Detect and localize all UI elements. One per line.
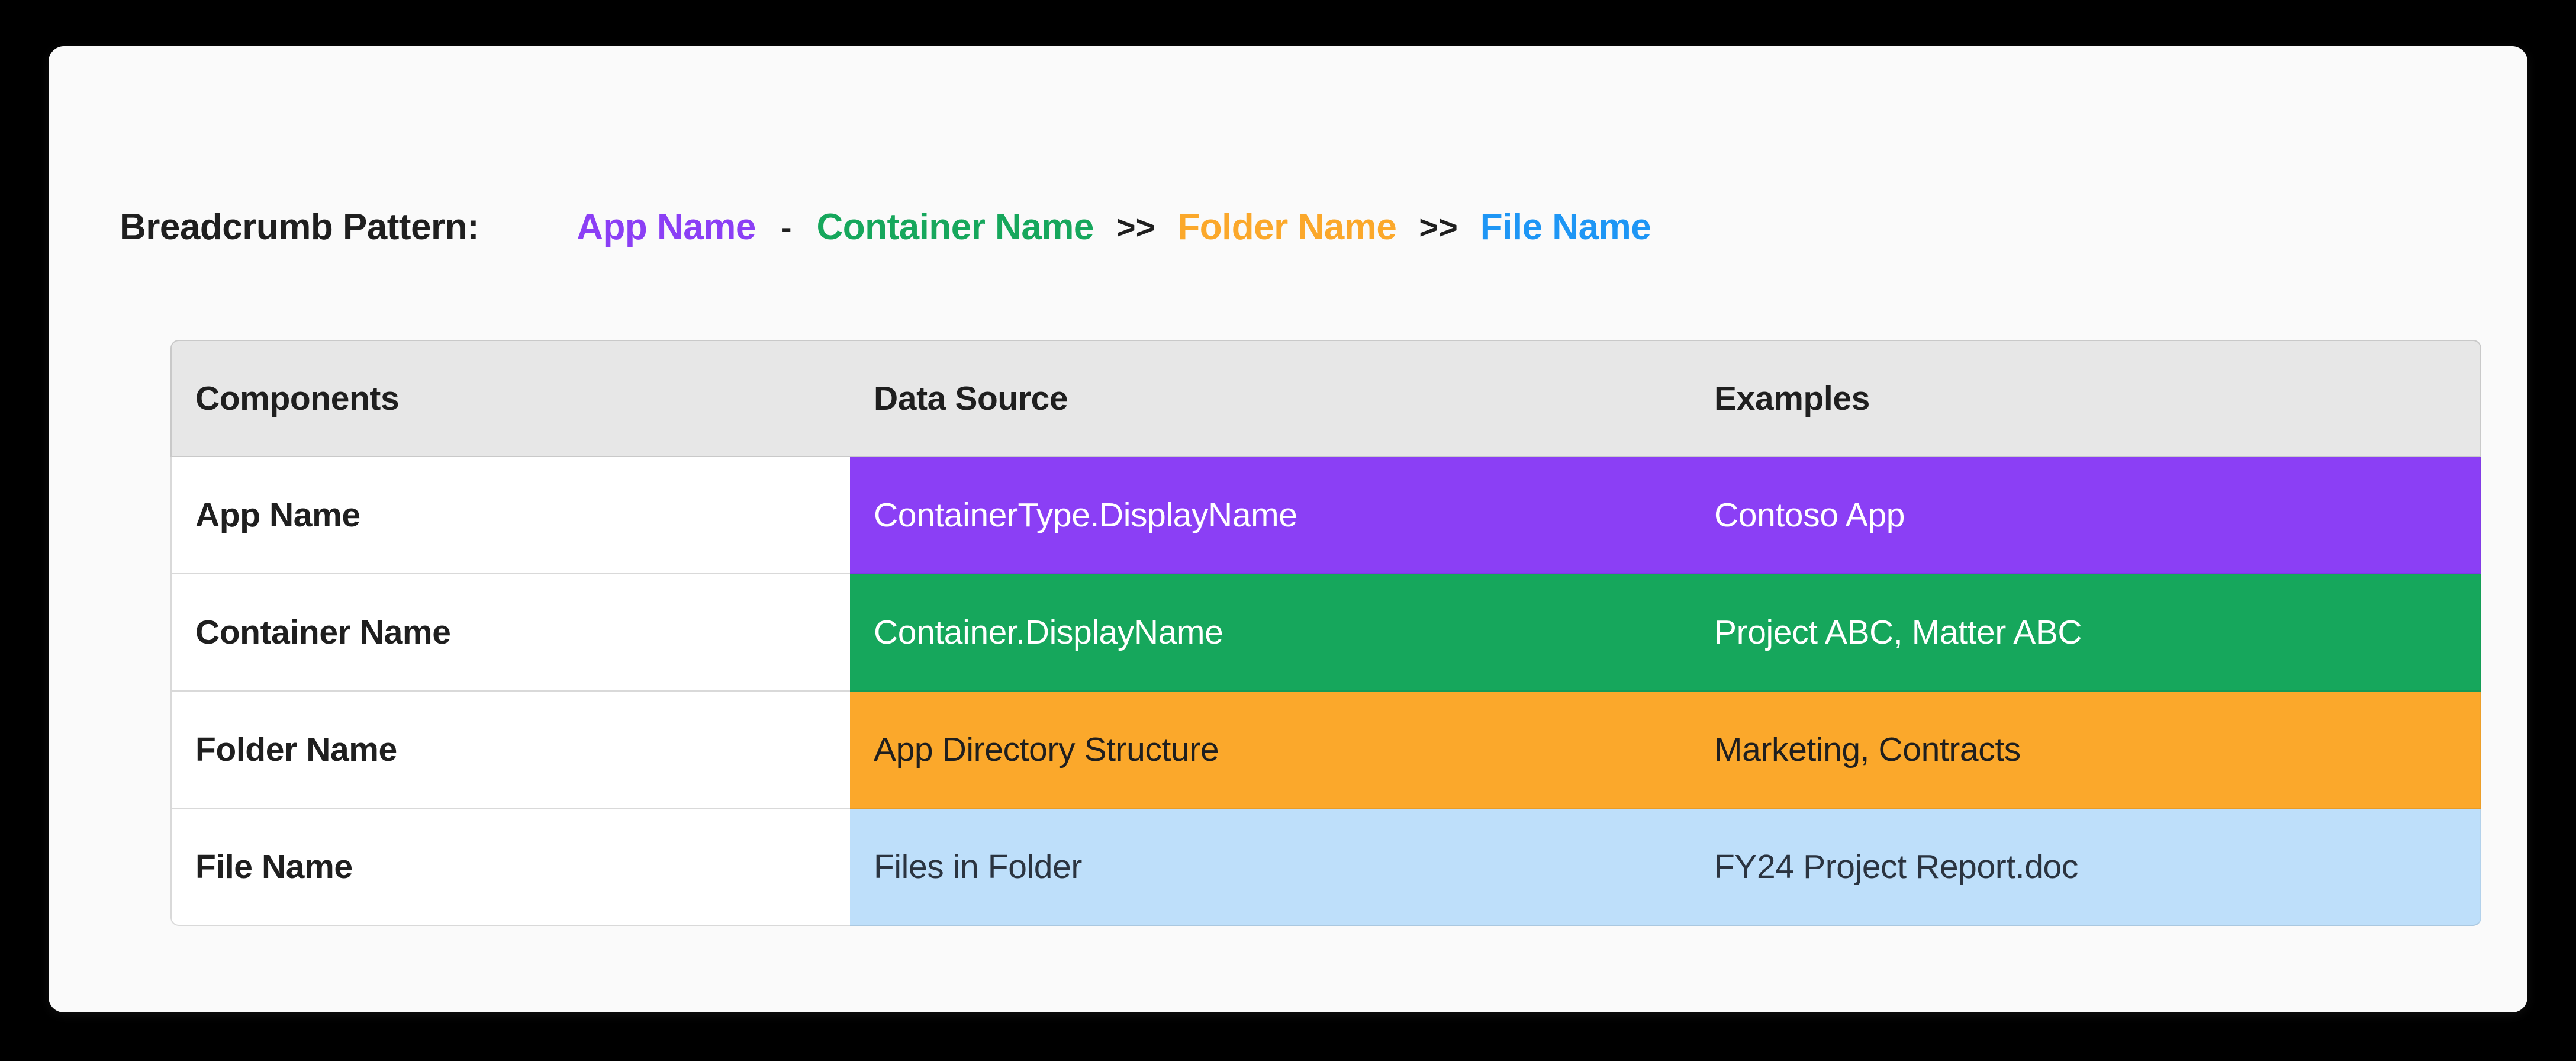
- cell-component-folder-name: Folder Name: [170, 692, 850, 809]
- breadcrumb-segment-file-name[interactable]: File Name: [1480, 206, 1651, 247]
- cell-data-source-folder-name: App Directory Structure: [850, 692, 1690, 809]
- breadcrumb-components-table: Components Data Source Examples App Name…: [170, 340, 2481, 926]
- table-header-row: Components Data Source Examples: [170, 340, 2481, 457]
- table-row: Folder Name App Directory Structure Mark…: [170, 692, 2481, 809]
- cell-data-source-file-name: Files in Folder: [850, 809, 1690, 926]
- breadcrumb-segment-app-name[interactable]: App Name: [577, 206, 756, 247]
- cell-example-container-name: Project ABC, Matter ABC: [1690, 574, 2481, 692]
- cell-data-source-container-name: Container.DisplayName: [850, 574, 1690, 692]
- cell-component-app-name: App Name: [170, 457, 850, 574]
- breadcrumb-pattern-label: Breadcrumb Pattern:: [120, 206, 479, 247]
- breadcrumb-segment-container-name[interactable]: Container Name: [816, 206, 1094, 247]
- cell-example-app-name: Contoso App: [1690, 457, 2481, 574]
- breadcrumb: Breadcrumb Pattern: App Name - Container…: [120, 188, 2458, 265]
- cell-example-file-name: FY24 Project Report.doc: [1690, 809, 2481, 926]
- breadcrumb-separator-chevron-2: >>: [1419, 208, 1458, 246]
- cell-data-source-app-name: ContainerType.DisplayName: [850, 457, 1690, 574]
- table-row: App Name ContainerType.DisplayName Conto…: [170, 457, 2481, 574]
- cell-example-folder-name: Marketing, Contracts: [1690, 692, 2481, 809]
- content-card: Breadcrumb Pattern: App Name - Container…: [49, 46, 2527, 1012]
- column-header-examples: Examples: [1690, 340, 2481, 457]
- column-header-components: Components: [170, 340, 850, 457]
- table-row: Container Name Container.DisplayName Pro…: [170, 574, 2481, 692]
- breadcrumb-segment-folder-name[interactable]: Folder Name: [1177, 206, 1397, 247]
- column-header-data-source: Data Source: [850, 340, 1690, 457]
- breadcrumb-separator-dash: -: [780, 208, 792, 246]
- breadcrumb-trail: App Name - Container Name >> Folder Name…: [577, 206, 1651, 248]
- table-row: File Name Files in Folder FY24 Project R…: [170, 809, 2481, 926]
- cell-component-container-name: Container Name: [170, 574, 850, 692]
- cell-component-file-name: File Name: [170, 809, 850, 926]
- breadcrumb-separator-chevron-1: >>: [1116, 208, 1155, 246]
